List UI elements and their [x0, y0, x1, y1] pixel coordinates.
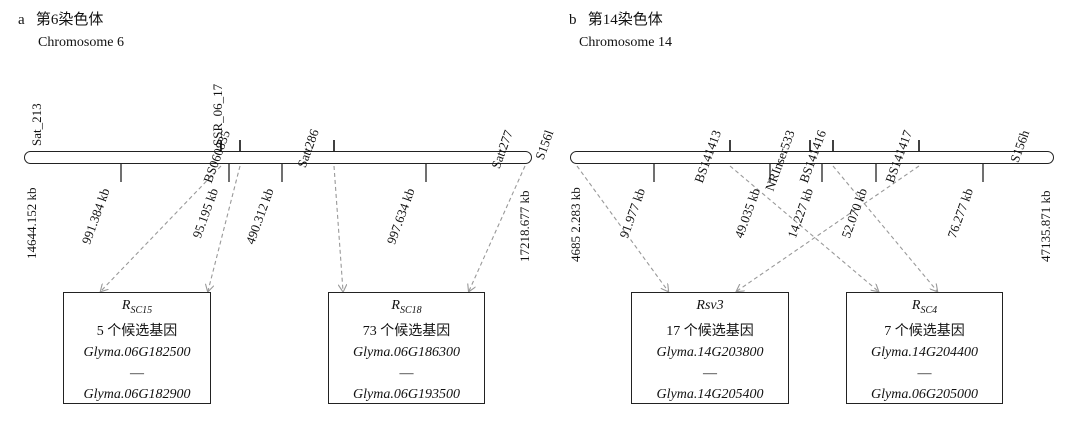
gene-end: Glyma.14G205400: [656, 386, 764, 402]
arrow-rsc18-right: [469, 165, 526, 291]
resistance-gene-name: RSC18: [391, 298, 422, 316]
chromosome-6-bar: [24, 151, 532, 164]
panel-b-title-en: Chromosome 14: [579, 35, 672, 50]
gene-end: Glyma.06G205000: [871, 386, 978, 402]
rsc18-box: RSC18 73 个候选基因 Glyma.06G186300 — Glyma.0…: [328, 292, 485, 404]
rsc4-box: RSC4 7 个候选基因 Glyma.14G204400 — Glyma.06G…: [846, 292, 1003, 404]
arrow-rsc15-right: [208, 165, 241, 291]
panel-a-title-en: Chromosome 6: [38, 35, 124, 50]
resistance-gene-name: RSC15: [121, 298, 153, 316]
panel-a-title-cn: 第6染色体: [35, 12, 104, 28]
panel-a-letter: a: [18, 12, 25, 28]
candidate-count: 7 个候选基因: [884, 323, 965, 339]
range-dash: —: [703, 365, 717, 381]
arrow-rsc18-left: [333, 165, 343, 291]
candidate-count: 17 个候选基因: [666, 323, 754, 339]
resistance-gene-name: Rsv3: [696, 298, 724, 313]
panel-a-heading: a 第6染色体: [18, 11, 103, 29]
panel-b-heading: b 第14染色体: [569, 11, 663, 29]
rsc15-box: RSC15 5 个候选基因 Glyma.06G182500 — Glyma.06…: [63, 292, 211, 404]
distance-label: 17218.677 kb: [517, 190, 532, 263]
marker-label: Sat_213: [29, 103, 44, 146]
gene-end: Glyma.06G182900: [83, 386, 191, 402]
resistance-gene-name: RSC4: [911, 298, 938, 316]
panel-b-letter: b: [569, 12, 577, 28]
chromosome-14-bar: [570, 151, 1054, 164]
candidate-count: 5 个候选基因: [96, 323, 178, 339]
candidate-count: 73 个候选基因: [362, 323, 451, 339]
range-dash: —: [130, 365, 144, 381]
gene-start: Glyma.14G203800: [656, 344, 764, 360]
arrow-rsc4-right: [832, 165, 937, 291]
gene-start: Glyma.14G204400: [871, 344, 978, 360]
range-dash: —: [917, 365, 932, 381]
rsv3-box: Rsv3 17 个候选基因 Glyma.14G203800 — Glyma.14…: [631, 292, 789, 404]
panel-b-title-cn: 第14染色体: [587, 12, 663, 28]
arrow-rsv3-left: [576, 165, 668, 291]
arrow-rsv3-right: [737, 165, 920, 291]
gene-end: Glyma.06G193500: [353, 386, 460, 402]
range-dash: —: [399, 365, 414, 381]
distance-label: 47135.871 kb: [1038, 190, 1053, 263]
gene-start: Glyma.06G186300: [353, 344, 460, 360]
distance-label: 14644.152 kb: [24, 187, 39, 260]
distance-label: 4685 2.283 kb: [568, 187, 583, 262]
arrow-rsc15-left: [101, 165, 222, 291]
arrow-rsc4-left: [729, 165, 878, 291]
gene-start: Glyma.06G182500: [83, 344, 191, 360]
